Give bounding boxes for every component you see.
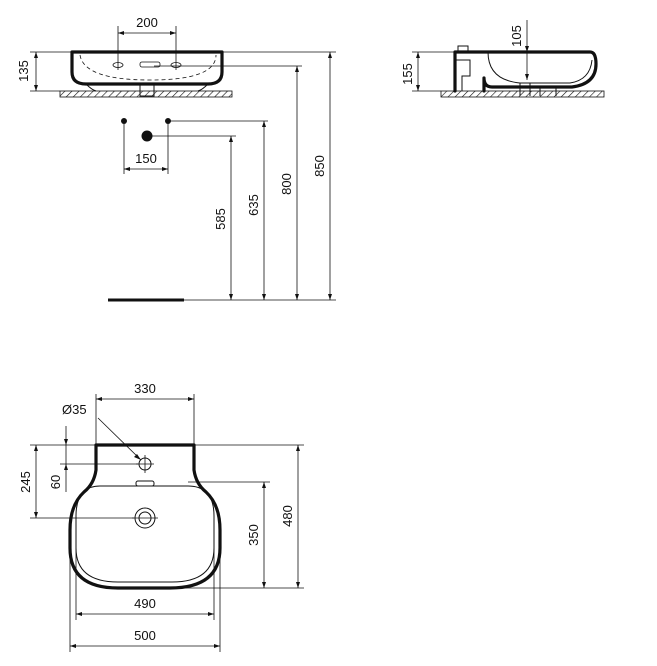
dim-155-label: 155 xyxy=(400,63,415,85)
side-wall-hatch xyxy=(440,90,605,98)
dim-60-label: 60 xyxy=(48,475,63,489)
dim-330-arrow-right xyxy=(188,397,194,401)
dim-245-label: 245 xyxy=(18,471,33,493)
dim-60-arrow-top xyxy=(64,439,68,445)
dim-150-arrow-left xyxy=(124,167,130,171)
top-bowl-inner xyxy=(75,485,215,583)
front-basin-foot-right xyxy=(197,83,209,92)
dim-105-label: 105 xyxy=(509,25,524,47)
side-bowl-inner xyxy=(487,51,593,84)
dim-480-arrow-top xyxy=(296,445,300,451)
dim-490-arrow-left xyxy=(76,612,82,616)
dim-105-arrow-bottom xyxy=(525,74,529,80)
dim-245-arrow-top xyxy=(34,445,38,451)
dim-800-label: 800 xyxy=(279,173,294,195)
dim-135-arrow-top xyxy=(34,52,38,58)
dim-850-arrow-top xyxy=(328,52,332,58)
dim-490-arrow-right xyxy=(208,612,214,616)
dim-800-arrow-top xyxy=(295,66,299,72)
dim-635-label: 635 xyxy=(246,194,261,216)
dim-135-arrow-bottom xyxy=(34,85,38,91)
dim-585-arrow-top xyxy=(229,136,233,142)
side-waste-stub xyxy=(519,83,531,96)
front-wall-hatch xyxy=(59,90,233,98)
dim-60-arrow-bottom xyxy=(64,464,68,470)
dim-800-arrow-bottom xyxy=(295,294,299,300)
dim-500-arrow-left xyxy=(70,644,76,648)
dim-105-arrow-top xyxy=(525,46,529,52)
dim-245-arrow-bottom xyxy=(34,512,38,518)
dim-635-arrow-bottom xyxy=(262,294,266,300)
dim-150-label: 150 xyxy=(135,151,157,166)
dia35-label: Ø35 xyxy=(62,402,87,417)
front-basin-foot-left xyxy=(85,83,97,92)
dia35-arrow xyxy=(134,454,141,460)
dim-635-arrow-top xyxy=(262,121,266,127)
dim-200-label: 200 xyxy=(136,15,158,30)
dim-500-arrow-right xyxy=(214,644,220,648)
dim-490-label: 490 xyxy=(134,596,156,611)
dim-155-arrow-bottom xyxy=(416,85,420,91)
front-overflow-slot xyxy=(139,61,161,68)
dim-330-arrow-left xyxy=(96,397,102,401)
dim-585-label: 585 xyxy=(213,208,228,230)
side-tap-deck xyxy=(455,59,471,91)
dim-350-arrow-bottom xyxy=(262,582,266,588)
dim-350-label: 350 xyxy=(246,524,261,546)
front-waste-stub xyxy=(139,83,155,97)
dim-850-label: 850 xyxy=(312,155,327,177)
side-basin-outline xyxy=(453,50,598,93)
dim-480-label: 480 xyxy=(280,505,295,527)
side-foot xyxy=(539,87,557,96)
dim-135-label: 135 xyxy=(16,60,31,82)
front-basin-outline xyxy=(70,50,224,86)
side-view: 105 155 xyxy=(400,20,605,98)
dim-350-arrow-top xyxy=(262,482,266,488)
dim-155-arrow-top xyxy=(416,52,420,58)
dim-585-arrow-bottom xyxy=(229,294,233,300)
front-bowl-hidden-line xyxy=(79,54,217,81)
front-view: 200 135 150 585 6 xyxy=(16,15,336,302)
dim-150-arrow-right xyxy=(162,167,168,171)
top-view: Ø35 330 245 60 350 480 xyxy=(18,381,304,652)
dim-200-arrow-left xyxy=(118,31,124,35)
top-overflow-slot xyxy=(135,480,155,487)
dim-500-label: 500 xyxy=(134,628,156,643)
dim-480-arrow-bottom xyxy=(296,582,300,588)
dim-200-arrow-right xyxy=(170,31,176,35)
dim-330-label: 330 xyxy=(134,381,156,396)
side-deck-top xyxy=(457,45,469,52)
dia35-leader xyxy=(97,417,142,461)
dim-850-arrow-bottom xyxy=(328,294,332,300)
